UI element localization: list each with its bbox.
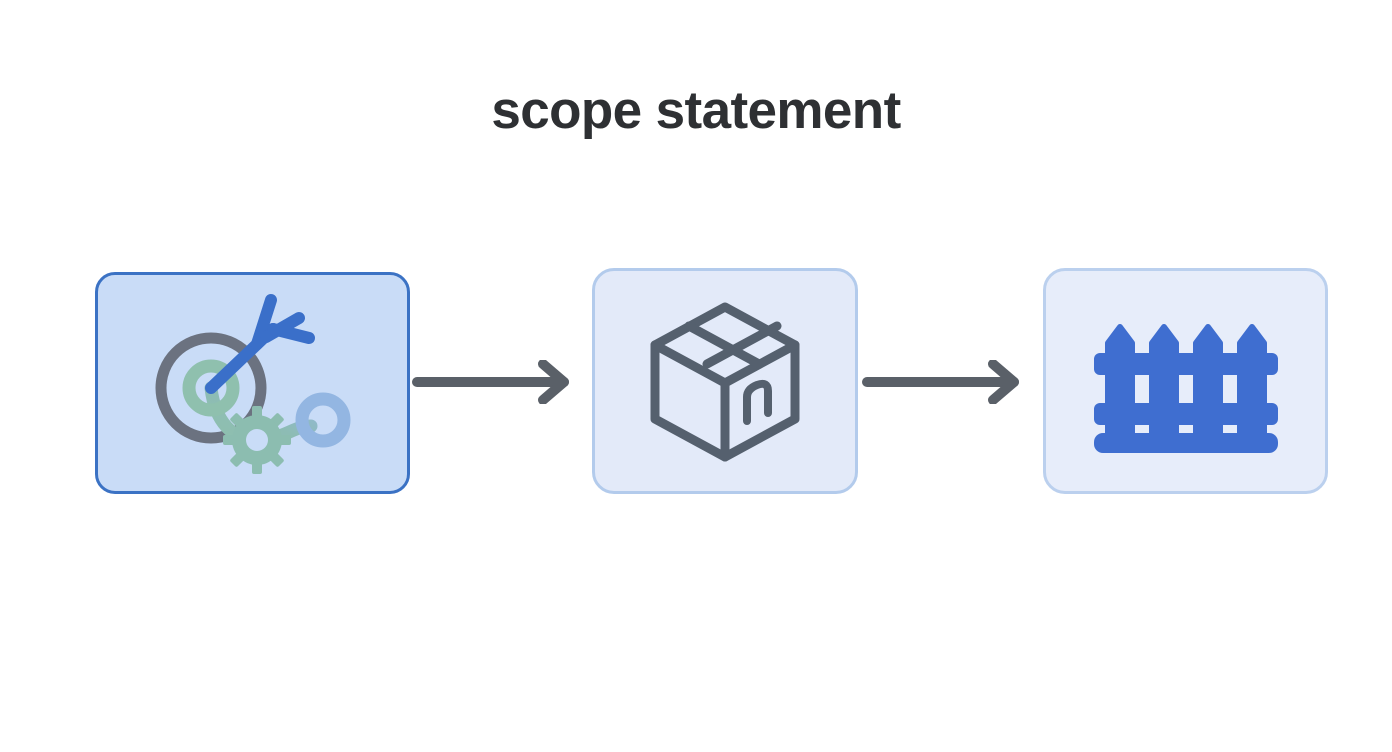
- fence-boundary-icon: [1086, 305, 1286, 457]
- process-flow-row: [0, 268, 1392, 498]
- fork-target-gear-process-icon: [133, 288, 373, 478]
- arrow-right-icon: [862, 360, 1034, 404]
- flow-step-card-2[interactable]: [592, 268, 858, 494]
- flow-step-card-3[interactable]: [1043, 268, 1328, 494]
- flow-step-card-1[interactable]: [95, 272, 410, 494]
- page-title: scope statement: [491, 81, 901, 140]
- package-box-icon: [637, 293, 813, 469]
- arrow-right-icon: [412, 360, 584, 404]
